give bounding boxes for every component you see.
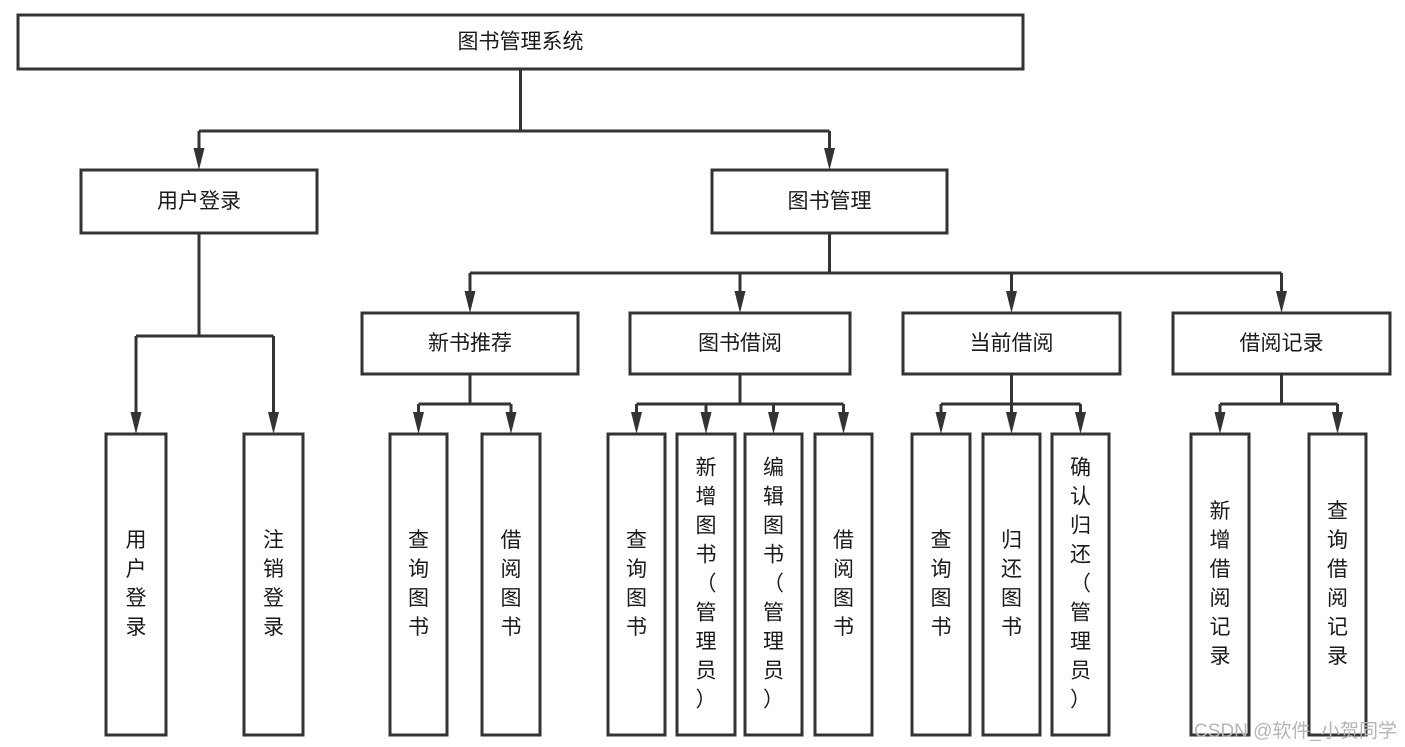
arrow-head-icon — [1006, 291, 1017, 313]
nodes-layer: 图书管理系统用户登录图书管理新书推荐图书借阅当前借阅借阅记录用户登录注销登录查询… — [16, 13, 1392, 737]
node-label-leaf-edit-book-admin: 编辑图书（管理员） — [763, 456, 784, 711]
connector-borrow-record — [1214, 374, 1343, 434]
node-leaf-add-book-admin[interactable]: 新增图书（管理员） — [675, 432, 737, 737]
node-leaf-return-book[interactable]: 归还图书 — [981, 432, 1042, 737]
node-new-book-recommend[interactable]: 新书推荐 — [360, 311, 580, 376]
node-box-user-login — [79, 168, 319, 235]
node-box-current-borrow — [901, 311, 1122, 376]
node-label-leaf-confirm-return-admin: 确认归还（管理员） — [1070, 456, 1091, 711]
node-box-leaf-user-logout — [242, 432, 305, 737]
connector-book-borrow — [631, 374, 849, 434]
node-leaf-borrow-book-recommend[interactable]: 借阅图书 — [480, 432, 542, 737]
node-box-borrow-record — [1171, 311, 1392, 376]
node-label-user-login: 用户登录 — [157, 190, 241, 213]
node-label-leaf-query-book-recommend: 查询图书 — [408, 529, 429, 639]
node-box-leaf-confirm-return-admin — [1050, 432, 1111, 737]
node-label-leaf-user-logout: 注销登录 — [263, 529, 284, 639]
node-box-leaf-return-book — [981, 432, 1042, 737]
node-box-root — [16, 13, 1025, 71]
node-box-leaf-add-book-admin — [675, 432, 737, 737]
node-current-borrow[interactable]: 当前借阅 — [901, 311, 1122, 376]
node-box-leaf-borrow-book — [813, 432, 874, 737]
connector-current-borrow — [935, 374, 1086, 434]
arrow-head-icon — [631, 412, 642, 434]
node-label-current-borrow: 当前借阅 — [970, 332, 1054, 355]
arrow-head-icon — [505, 412, 517, 434]
node-leaf-user-login[interactable]: 用户登录 — [104, 432, 168, 737]
node-user-login[interactable]: 用户登录 — [79, 168, 319, 235]
node-label-new-book-recommend: 新书推荐 — [428, 332, 512, 355]
node-root[interactable]: 图书管理系统 — [16, 13, 1025, 71]
node-label-leaf-borrow-book: 借阅图书 — [833, 529, 854, 639]
node-leaf-add-borrow-record[interactable]: 新增借阅记录 — [1189, 432, 1251, 737]
node-book-borrow[interactable]: 图书借阅 — [628, 311, 852, 376]
node-box-leaf-query-book-borrow — [606, 432, 667, 737]
arrow-head-icon — [193, 148, 205, 170]
node-label-leaf-return-book: 归还图书 — [1001, 529, 1022, 639]
arrow-head-icon — [1214, 412, 1226, 434]
node-label-book-manage: 图书管理 — [788, 190, 872, 213]
node-box-leaf-query-borrow-record — [1307, 432, 1368, 737]
arrow-head-icon — [1332, 412, 1343, 434]
connector-root — [193, 69, 835, 170]
connectors-layer — [130, 69, 1343, 434]
connector-user-login — [130, 233, 279, 434]
arrow-head-icon — [268, 412, 279, 434]
node-leaf-query-book-recommend[interactable]: 查询图书 — [388, 432, 449, 737]
arrow-head-icon — [824, 148, 835, 170]
node-box-book-manage — [710, 168, 949, 235]
arrow-head-icon — [734, 291, 746, 313]
node-leaf-user-logout[interactable]: 注销登录 — [242, 432, 305, 737]
arrow-head-icon — [838, 412, 849, 434]
node-leaf-edit-book-admin[interactable]: 编辑图书（管理员） — [743, 432, 804, 737]
node-label-leaf-borrow-book-recommend: 借阅图书 — [501, 529, 522, 639]
watermark-label: CSDN @软件_小贺同学 — [1194, 721, 1397, 742]
node-label-leaf-query-borrow-record: 查询借阅记录 — [1327, 500, 1348, 668]
arrow-head-icon — [413, 412, 424, 434]
arrow-head-icon — [1276, 291, 1287, 313]
arrow-head-icon — [130, 412, 142, 434]
node-leaf-query-book-current[interactable]: 查询图书 — [910, 432, 972, 737]
node-label-leaf-user-login: 用户登录 — [126, 529, 147, 639]
node-box-leaf-edit-book-admin — [743, 432, 804, 737]
node-leaf-confirm-return-admin[interactable]: 确认归还（管理员） — [1050, 432, 1111, 737]
node-label-leaf-query-book-borrow: 查询图书 — [626, 529, 647, 639]
node-box-leaf-query-book-recommend — [388, 432, 449, 737]
node-label-leaf-query-book-current: 查询图书 — [931, 529, 952, 639]
arrow-head-icon — [1075, 412, 1086, 434]
node-box-book-borrow — [628, 311, 852, 376]
node-label-root: 图书管理系统 — [458, 31, 584, 54]
node-label-leaf-add-book-admin: 新增图书（管理员） — [696, 456, 717, 711]
node-leaf-query-borrow-record[interactable]: 查询借阅记录 — [1307, 432, 1368, 737]
node-label-borrow-record: 借阅记录 — [1240, 332, 1324, 355]
connector-book-manage — [464, 233, 1287, 313]
arrow-head-icon — [768, 412, 779, 434]
arrow-head-icon — [464, 291, 476, 313]
node-book-manage[interactable]: 图书管理 — [710, 168, 949, 235]
node-box-leaf-borrow-book-recommend — [480, 432, 542, 737]
node-box-leaf-add-borrow-record — [1189, 432, 1251, 737]
arrow-head-icon — [1006, 412, 1017, 434]
node-box-new-book-recommend — [360, 311, 580, 376]
arrow-head-icon — [935, 412, 947, 434]
arrow-head-icon — [700, 412, 712, 434]
node-label-leaf-add-borrow-record: 新增借阅记录 — [1210, 500, 1231, 668]
node-box-leaf-user-login — [104, 432, 168, 737]
node-leaf-query-book-borrow[interactable]: 查询图书 — [606, 432, 667, 737]
node-leaf-borrow-book[interactable]: 借阅图书 — [813, 432, 874, 737]
node-label-book-borrow: 图书借阅 — [698, 332, 782, 355]
connector-new-book-recommend — [413, 374, 517, 434]
node-box-leaf-query-book-current — [910, 432, 972, 737]
node-borrow-record[interactable]: 借阅记录 — [1171, 311, 1392, 376]
